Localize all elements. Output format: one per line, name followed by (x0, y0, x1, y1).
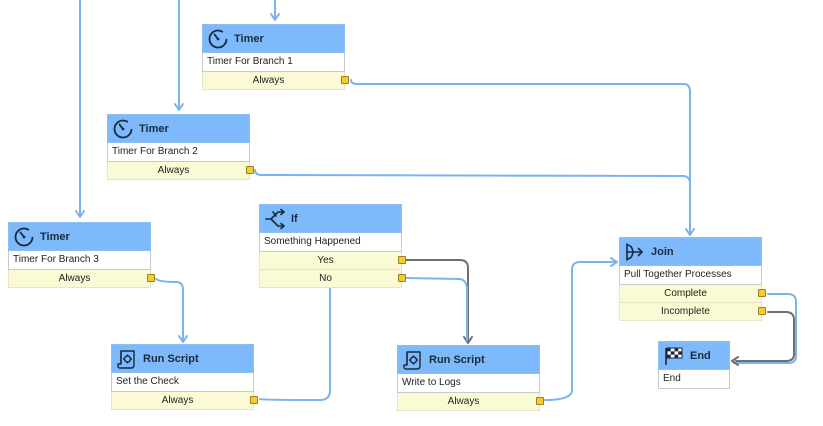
port-handle[interactable] (758, 307, 766, 315)
join-icon (624, 241, 646, 263)
node-description: Pull Together Processes (619, 266, 762, 285)
timer-node-branch-1[interactable]: Timer Timer For Branch 1 Always (202, 24, 349, 90)
port-handle[interactable] (398, 256, 406, 264)
node-title: Timer (234, 32, 264, 45)
node-description: Timer For Branch 3 (8, 251, 151, 270)
arrowhead-timer3 (75, 210, 85, 218)
port-handle[interactable] (758, 289, 766, 297)
output-port-complete[interactable]: Complete (619, 285, 766, 303)
port-handle[interactable] (147, 274, 155, 282)
run-script-node-write-logs[interactable]: Run Script Write to Logs Always (397, 345, 544, 411)
arrowhead-script1 (178, 335, 188, 343)
arrowhead-script2 (463, 336, 473, 344)
node-description: Timer For Branch 1 (202, 53, 345, 72)
connector-if-yes-script2 (405, 259, 469, 343)
connector-script2-join (544, 261, 617, 401)
node-header[interactable]: Join (619, 237, 762, 266)
port-label: Always (252, 75, 285, 86)
join-node[interactable]: Join Pull Together Processes Complete In… (619, 237, 766, 321)
arrowhead-timer1 (270, 13, 280, 21)
node-title: End (690, 349, 711, 362)
port-handle[interactable] (536, 397, 544, 405)
port-handle[interactable] (341, 76, 349, 84)
output-port[interactable]: Always (8, 270, 155, 288)
arrowhead-timer2 (174, 103, 184, 111)
checkered-flag-icon (663, 345, 685, 367)
arrowhead-join (685, 228, 695, 236)
output-port[interactable]: Always (202, 72, 349, 90)
end-node[interactable]: End End (658, 341, 730, 389)
output-port-yes[interactable]: Yes (259, 252, 406, 270)
port-handle[interactable] (398, 274, 406, 282)
timer-icon (112, 118, 134, 140)
output-port-incomplete[interactable]: Incomplete (619, 303, 766, 321)
node-header[interactable]: Timer (8, 222, 151, 251)
port-label: No (319, 273, 332, 284)
output-port-no[interactable]: No (259, 270, 406, 288)
node-title: Run Script (143, 352, 199, 365)
timer-node-branch-2[interactable]: Timer Timer For Branch 2 Always (107, 114, 254, 180)
timer-node-branch-3[interactable]: Timer Timer For Branch 3 Always (8, 222, 155, 288)
node-title: Timer (40, 230, 70, 243)
connector-timer3-script1 (155, 278, 184, 342)
node-header[interactable]: End (658, 341, 730, 370)
script-icon (116, 348, 138, 370)
timer-icon (13, 226, 35, 248)
node-header[interactable]: Run Script (111, 344, 254, 373)
node-header[interactable]: Timer (107, 114, 250, 143)
if-node[interactable]: If Something Happened Yes No (259, 204, 406, 288)
port-handle[interactable] (250, 396, 258, 404)
node-description: Timer For Branch 2 (107, 143, 250, 162)
port-label: Always (58, 273, 91, 284)
port-handle[interactable] (246, 166, 254, 174)
port-label: Always (157, 165, 190, 176)
timer-icon (207, 28, 229, 50)
node-header[interactable]: Run Script (397, 345, 540, 374)
port-label: Incomplete (661, 306, 710, 317)
arrowhead-join-side (610, 257, 618, 267)
node-header[interactable]: If (259, 204, 402, 233)
arrowhead-end (731, 356, 739, 366)
connector-if-no-script2 (405, 277, 468, 341)
port-label: Always (161, 395, 194, 406)
port-label: Yes (317, 255, 334, 266)
run-script-node-set-check[interactable]: Run Script Set the Check Always (111, 344, 258, 410)
connector-timer2-join (254, 169, 691, 185)
output-port[interactable]: Always (111, 392, 258, 410)
port-label: Always (447, 396, 480, 407)
script-icon (402, 349, 424, 371)
node-description: Write to Logs (397, 374, 540, 393)
node-description: End (658, 370, 730, 389)
output-port[interactable]: Always (107, 162, 254, 180)
port-label: Complete (664, 288, 707, 299)
node-title: Join (651, 245, 674, 258)
node-title: If (291, 212, 298, 225)
node-title: Run Script (429, 353, 485, 366)
node-header[interactable]: Timer (202, 24, 345, 53)
node-title: Timer (139, 122, 169, 135)
node-description: Something Happened (259, 233, 402, 252)
node-description: Set the Check (111, 373, 254, 392)
output-port[interactable]: Always (397, 393, 544, 411)
branch-icon (264, 208, 286, 230)
